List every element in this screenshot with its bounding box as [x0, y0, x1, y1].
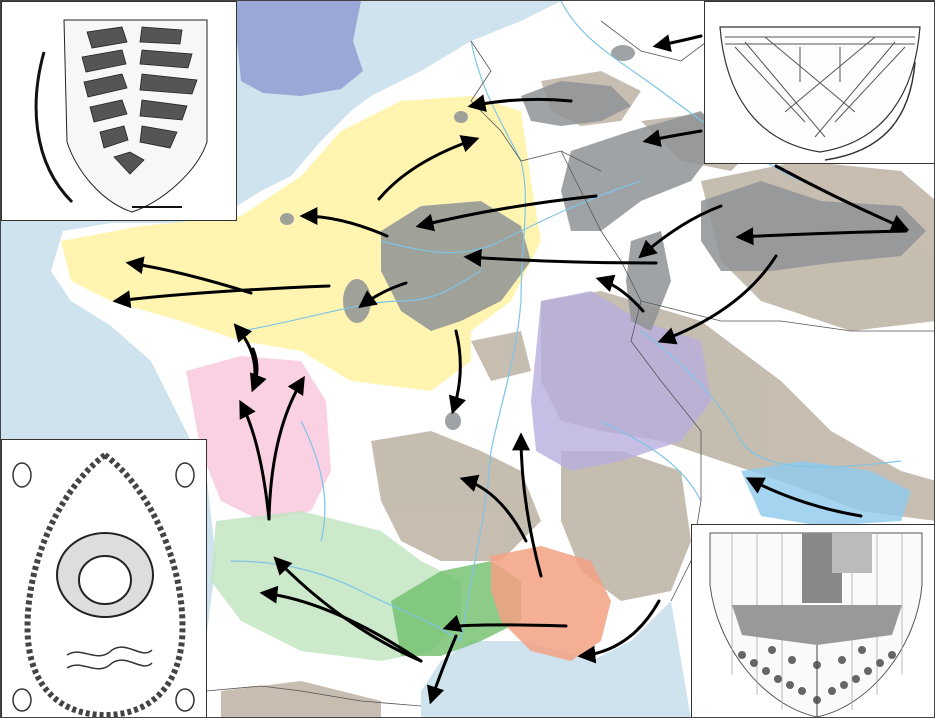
arrow: [267, 375, 305, 521]
arrow: [512, 432, 543, 578]
grey-zone-ardennes: [521, 81, 631, 126]
grey-zone-belgium-spot: [454, 111, 468, 123]
arrow: [657, 254, 778, 345]
beaded-ornament-drawing-icon: [709, 532, 923, 717]
arrow: [745, 477, 863, 518]
inset-bottom-left-necklace: [1, 439, 207, 717]
ribbed-ornament-drawing-icon: [34, 19, 208, 213]
arrow: [638, 204, 723, 259]
grey-zone-brittany-spot: [280, 213, 294, 225]
arrow: [125, 256, 253, 295]
grey-zone-loire: [343, 279, 371, 323]
arrow: [577, 599, 661, 664]
arrow: [442, 614, 568, 633]
arrow: [427, 634, 458, 705]
inset-top-left-chest-ornament: [1, 1, 237, 221]
arrow: [239, 399, 271, 521]
arrow: [735, 227, 908, 246]
arrow: [774, 164, 910, 232]
inset-top-right-vessel: [704, 1, 934, 164]
arrow: [459, 474, 528, 543]
arrow: [595, 274, 645, 313]
arrow: [467, 94, 573, 113]
arrow: [448, 329, 467, 415]
grey-zone-east: [701, 181, 926, 271]
arrow: [652, 34, 703, 53]
grey-zone-south-spot: [445, 412, 461, 430]
arrow: [463, 248, 658, 267]
darkgreen-zone: [391, 561, 521, 656]
arrow: [299, 207, 389, 238]
arrow: [259, 585, 423, 663]
arrows-layer: [112, 34, 910, 705]
arrow: [249, 347, 267, 393]
arrow: [642, 129, 703, 148]
borders-layer: [205, 20, 934, 707]
necklace-ring-drawing-icon: [12, 451, 195, 717]
arrow: [377, 135, 480, 201]
blue-zone: [741, 461, 911, 526]
salmon-zone: [491, 546, 611, 661]
arrow: [415, 194, 598, 232]
grey-zone-paris: [381, 201, 531, 331]
england-landmass: [237, 1, 363, 96]
grey-zone-north-spot: [611, 45, 635, 61]
grey-zone-rhine: [561, 111, 721, 231]
inset-bottom-right-beaded-ornament: [691, 524, 934, 717]
arrow: [112, 284, 331, 309]
vessel-drawing-icon: [719, 26, 921, 161]
arrow: [358, 281, 408, 309]
